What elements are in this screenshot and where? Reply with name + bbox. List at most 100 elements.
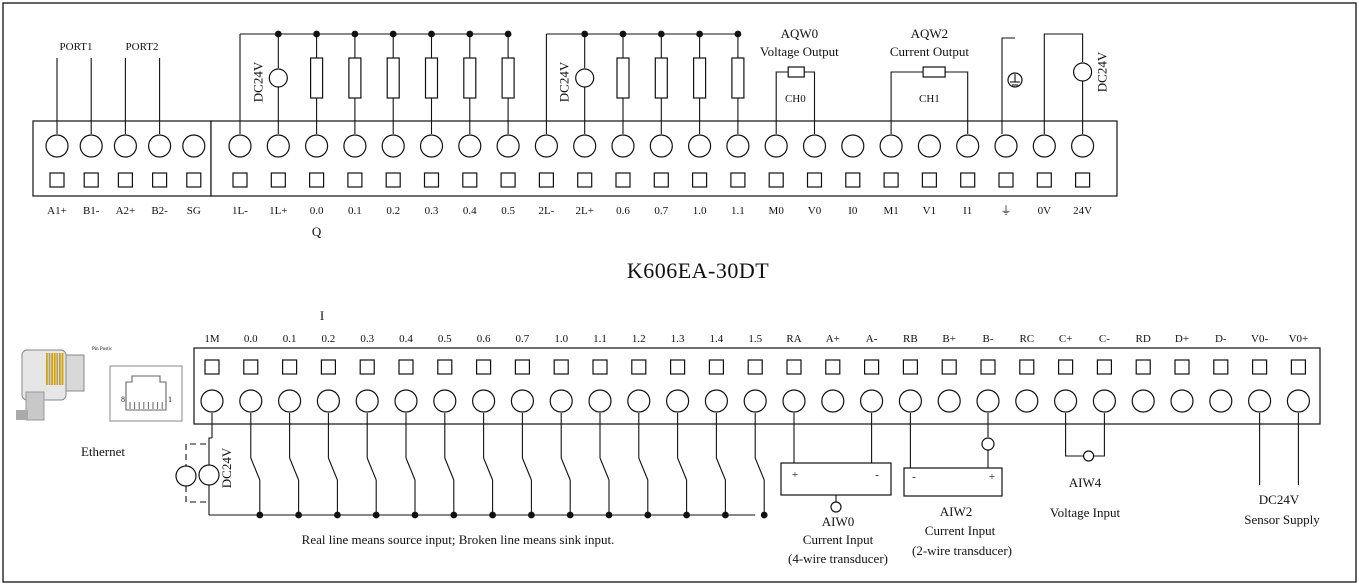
aiw0-line1: Current Input bbox=[803, 532, 874, 547]
terminal-clamp bbox=[786, 359, 802, 375]
terminal-screw bbox=[1170, 389, 1194, 413]
terminal-clamp bbox=[806, 172, 823, 188]
input-switch bbox=[366, 457, 377, 481]
terminal-clamp bbox=[270, 172, 286, 188]
terminal-clamp bbox=[631, 359, 647, 375]
terminal-clamp bbox=[845, 172, 861, 188]
top-pin-m0: M0 bbox=[769, 205, 785, 217]
aqw0-load bbox=[787, 66, 805, 78]
terminal-clamp bbox=[902, 359, 919, 375]
bottom-pin-cplus: C+ bbox=[1059, 333, 1073, 345]
bottom-pin-0-1: 0.1 bbox=[283, 333, 297, 345]
aiw4-source bbox=[1082, 450, 1095, 462]
ethernet-label: Ethernet bbox=[81, 444, 125, 459]
terminal-clamp bbox=[1019, 359, 1035, 375]
bottom-pin-1-3: 1.3 bbox=[671, 333, 685, 345]
rj45-contact bbox=[51, 353, 53, 385]
terminal-screw bbox=[1092, 389, 1117, 413]
comm-pin-a1plus: A1+ bbox=[47, 205, 67, 217]
junction-dot bbox=[372, 511, 380, 519]
bottom-pin-0-4: 0.4 bbox=[399, 333, 413, 345]
terminal-screw bbox=[687, 134, 712, 158]
source-wire bbox=[208, 437, 212, 465]
junction-dot bbox=[411, 511, 419, 519]
junction-dot bbox=[295, 511, 302, 519]
top-pin-v1: V1 bbox=[923, 205, 936, 217]
ground-wire bbox=[1001, 37, 1015, 134]
junction-dot bbox=[256, 511, 264, 519]
top-pin-0-4: 0.4 bbox=[463, 205, 477, 217]
terminal-screw bbox=[1131, 389, 1155, 413]
terminal-screw bbox=[764, 134, 788, 158]
terminal-clamp bbox=[998, 172, 1014, 188]
terminal-clamp bbox=[708, 359, 725, 375]
terminal-clamp bbox=[1290, 359, 1307, 375]
terminal-screw bbox=[534, 134, 559, 158]
aqw0-desc: Voltage Output bbox=[760, 44, 839, 59]
terminal-clamp bbox=[1213, 359, 1229, 375]
top-pin-v0: V0 bbox=[808, 205, 822, 217]
bottom-pin-rc: RC bbox=[1019, 333, 1034, 345]
terminal-screw bbox=[394, 389, 418, 413]
bottom-pin-dplus: D+ bbox=[1175, 333, 1189, 345]
junction-dot bbox=[683, 511, 690, 519]
aiw0-transducer bbox=[780, 462, 892, 496]
top-pin-m1: M1 bbox=[883, 205, 898, 217]
terminal-screw bbox=[228, 134, 252, 158]
input-switch bbox=[715, 457, 726, 481]
aiw4-wire bbox=[1065, 413, 1084, 457]
load-resistor bbox=[386, 57, 400, 99]
terminal-clamp bbox=[514, 359, 531, 375]
bottom-pin-v0minus: V0- bbox=[1251, 333, 1268, 345]
input-switch bbox=[754, 457, 765, 481]
terminal-screw bbox=[976, 389, 1000, 413]
junction-dot bbox=[450, 511, 458, 519]
terminal-screw bbox=[898, 389, 923, 413]
terminal-clamp bbox=[941, 359, 957, 375]
terminal-clamp bbox=[1057, 359, 1074, 375]
terminal-screw bbox=[588, 389, 612, 413]
input-switch bbox=[677, 457, 688, 481]
terminal-screw bbox=[1032, 134, 1056, 158]
terminal-screw bbox=[148, 134, 172, 158]
terminal-screw bbox=[627, 389, 651, 413]
terminal-clamp bbox=[347, 172, 363, 188]
terminal-clamp bbox=[83, 172, 99, 188]
terminal-screw bbox=[496, 134, 520, 158]
bottom-pin-1m: 1M bbox=[204, 333, 220, 345]
terminal-clamp bbox=[921, 172, 938, 188]
input-group-label: I bbox=[320, 308, 324, 323]
terminal-clamp bbox=[863, 359, 880, 375]
terminal-clamp bbox=[1096, 359, 1113, 375]
bottom-pin-v0plus: V0+ bbox=[1289, 333, 1309, 345]
terminal-clamp bbox=[960, 172, 976, 188]
top-pin-1-1: 1.1 bbox=[731, 205, 745, 217]
bottom-pin-dminus: D- bbox=[1215, 333, 1227, 345]
comm-pin-sg: SG bbox=[187, 205, 201, 217]
terminal-clamp bbox=[577, 172, 593, 188]
aiw0-plus-glyph: + bbox=[792, 469, 798, 481]
junction-dot bbox=[644, 511, 652, 519]
terminal-screw bbox=[879, 134, 903, 158]
bottom-pin-ra: RA bbox=[786, 333, 801, 345]
bottom-pin-rd: RD bbox=[1136, 333, 1151, 345]
terminal-clamp bbox=[49, 172, 65, 188]
terminal-clamp bbox=[653, 172, 669, 188]
terminal-screw bbox=[433, 389, 457, 413]
aiw0-line2: (4-wire transducer) bbox=[788, 551, 888, 566]
input-switch bbox=[444, 457, 455, 481]
terminal-screw bbox=[472, 389, 496, 413]
sink-wire bbox=[185, 486, 206, 503]
load-resistor bbox=[310, 57, 324, 99]
junction-dot bbox=[760, 511, 768, 519]
aiw2-minus-glyph: - bbox=[912, 471, 916, 483]
top-pin-24v: 24V bbox=[1073, 205, 1092, 217]
bottom-pin-0-7: 0.7 bbox=[516, 333, 530, 345]
terminal-clamp bbox=[423, 172, 440, 188]
aiw4-name: AIW4 bbox=[1069, 475, 1102, 490]
bottom-pin-1-2: 1.2 bbox=[632, 333, 646, 345]
terminal-screw bbox=[1209, 389, 1233, 413]
terminal-clamp bbox=[204, 359, 220, 375]
top-pin-2lminus: 2L- bbox=[538, 205, 554, 217]
